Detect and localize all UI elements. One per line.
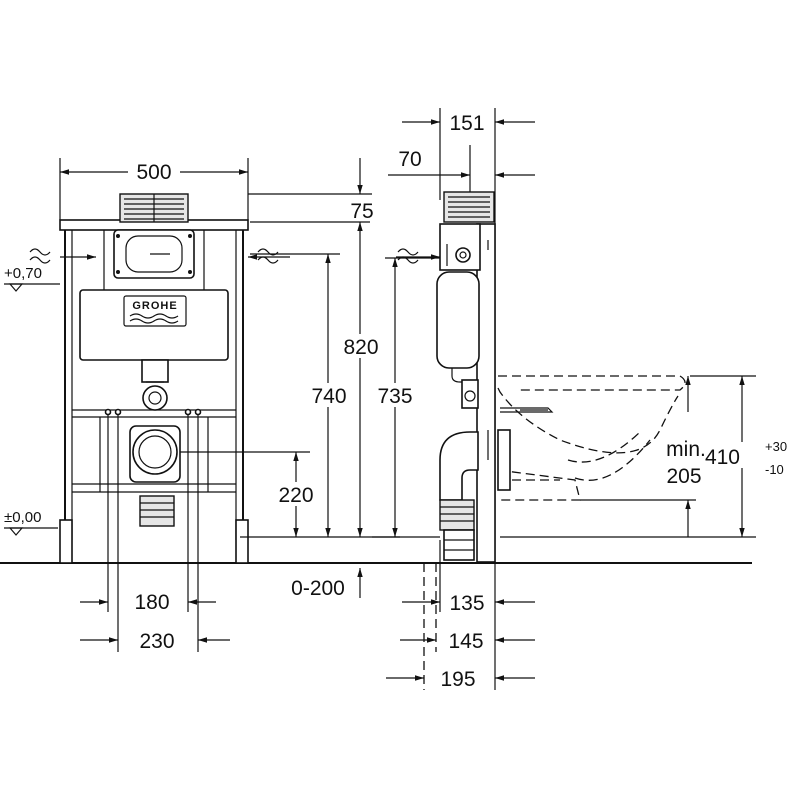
min-text: min. [666, 438, 706, 461]
actuation-opening [113, 229, 195, 279]
depth-70-text: 70 [398, 148, 421, 171]
tolerance-minus-text: -10 [765, 462, 784, 477]
height-220-text: 220 [278, 484, 313, 507]
side-view: 151 70 75 [248, 108, 787, 691]
spacing-180-text: 180 [134, 591, 169, 614]
dimension-740: 740 [250, 253, 356, 537]
waste-connection [129, 425, 181, 527]
min-205-text: 205 [666, 465, 701, 488]
dimension-500: 500 [59, 158, 249, 220]
level-top: +0,70 [4, 265, 60, 292]
dimension-145: 145 [400, 563, 535, 653]
height-820-text: 820 [343, 336, 378, 359]
dimension-0-200: 0-200 [291, 568, 363, 600]
dimension-220: 220 [180, 451, 330, 538]
level-floor-text: ±0,00 [4, 509, 41, 526]
flush-pipe [141, 359, 169, 411]
depth-145-text: 145 [448, 630, 483, 653]
level-floor: ±0,00 [4, 509, 58, 536]
side-flush-plate [443, 191, 495, 223]
spacing-230-text: 230 [139, 630, 174, 653]
side-frame [439, 223, 496, 563]
water-supply-side-icon [396, 248, 440, 264]
depth-151-text: 151 [449, 112, 484, 135]
cistern: GROHE [79, 289, 229, 361]
tolerance-plus-text: +30 [765, 439, 787, 454]
height-740-text: 740 [311, 385, 346, 408]
dimension-min-205: min. 205 [580, 376, 706, 537]
front-view: 500 [4, 158, 400, 653]
dimension-75: 75 [248, 158, 374, 223]
level-top-text: +0,70 [4, 265, 42, 282]
water-supply-left-icon [29, 248, 96, 264]
width-500-text: 500 [136, 161, 171, 184]
dimension-180: 180 [80, 415, 216, 614]
bowl-height-410-text: 410 [705, 446, 740, 469]
water-supply-right-icon [248, 248, 290, 264]
toilet-bowl-outline [497, 375, 686, 501]
side-cistern [436, 271, 480, 409]
dimension-410: 410 +30 -10 [500, 375, 787, 538]
offset-75-text: 75 [350, 200, 373, 223]
dimension-135: 135 [402, 540, 535, 615]
dimension-230: 230 [80, 415, 230, 653]
side-drain [439, 431, 479, 561]
grohe-logo-text: GROHE [132, 300, 177, 312]
dimension-195: 195 [386, 563, 535, 691]
dimension-735: 735 [368, 257, 440, 538]
height-735-text: 735 [377, 385, 412, 408]
depth-135-text: 135 [449, 592, 484, 615]
dimension-820: 820 [250, 221, 400, 538]
depth-195-text: 195 [440, 668, 475, 691]
adjust-0-200-text: 0-200 [291, 577, 345, 600]
dimension-70: 70 [388, 145, 535, 200]
flush-plate [119, 193, 189, 223]
